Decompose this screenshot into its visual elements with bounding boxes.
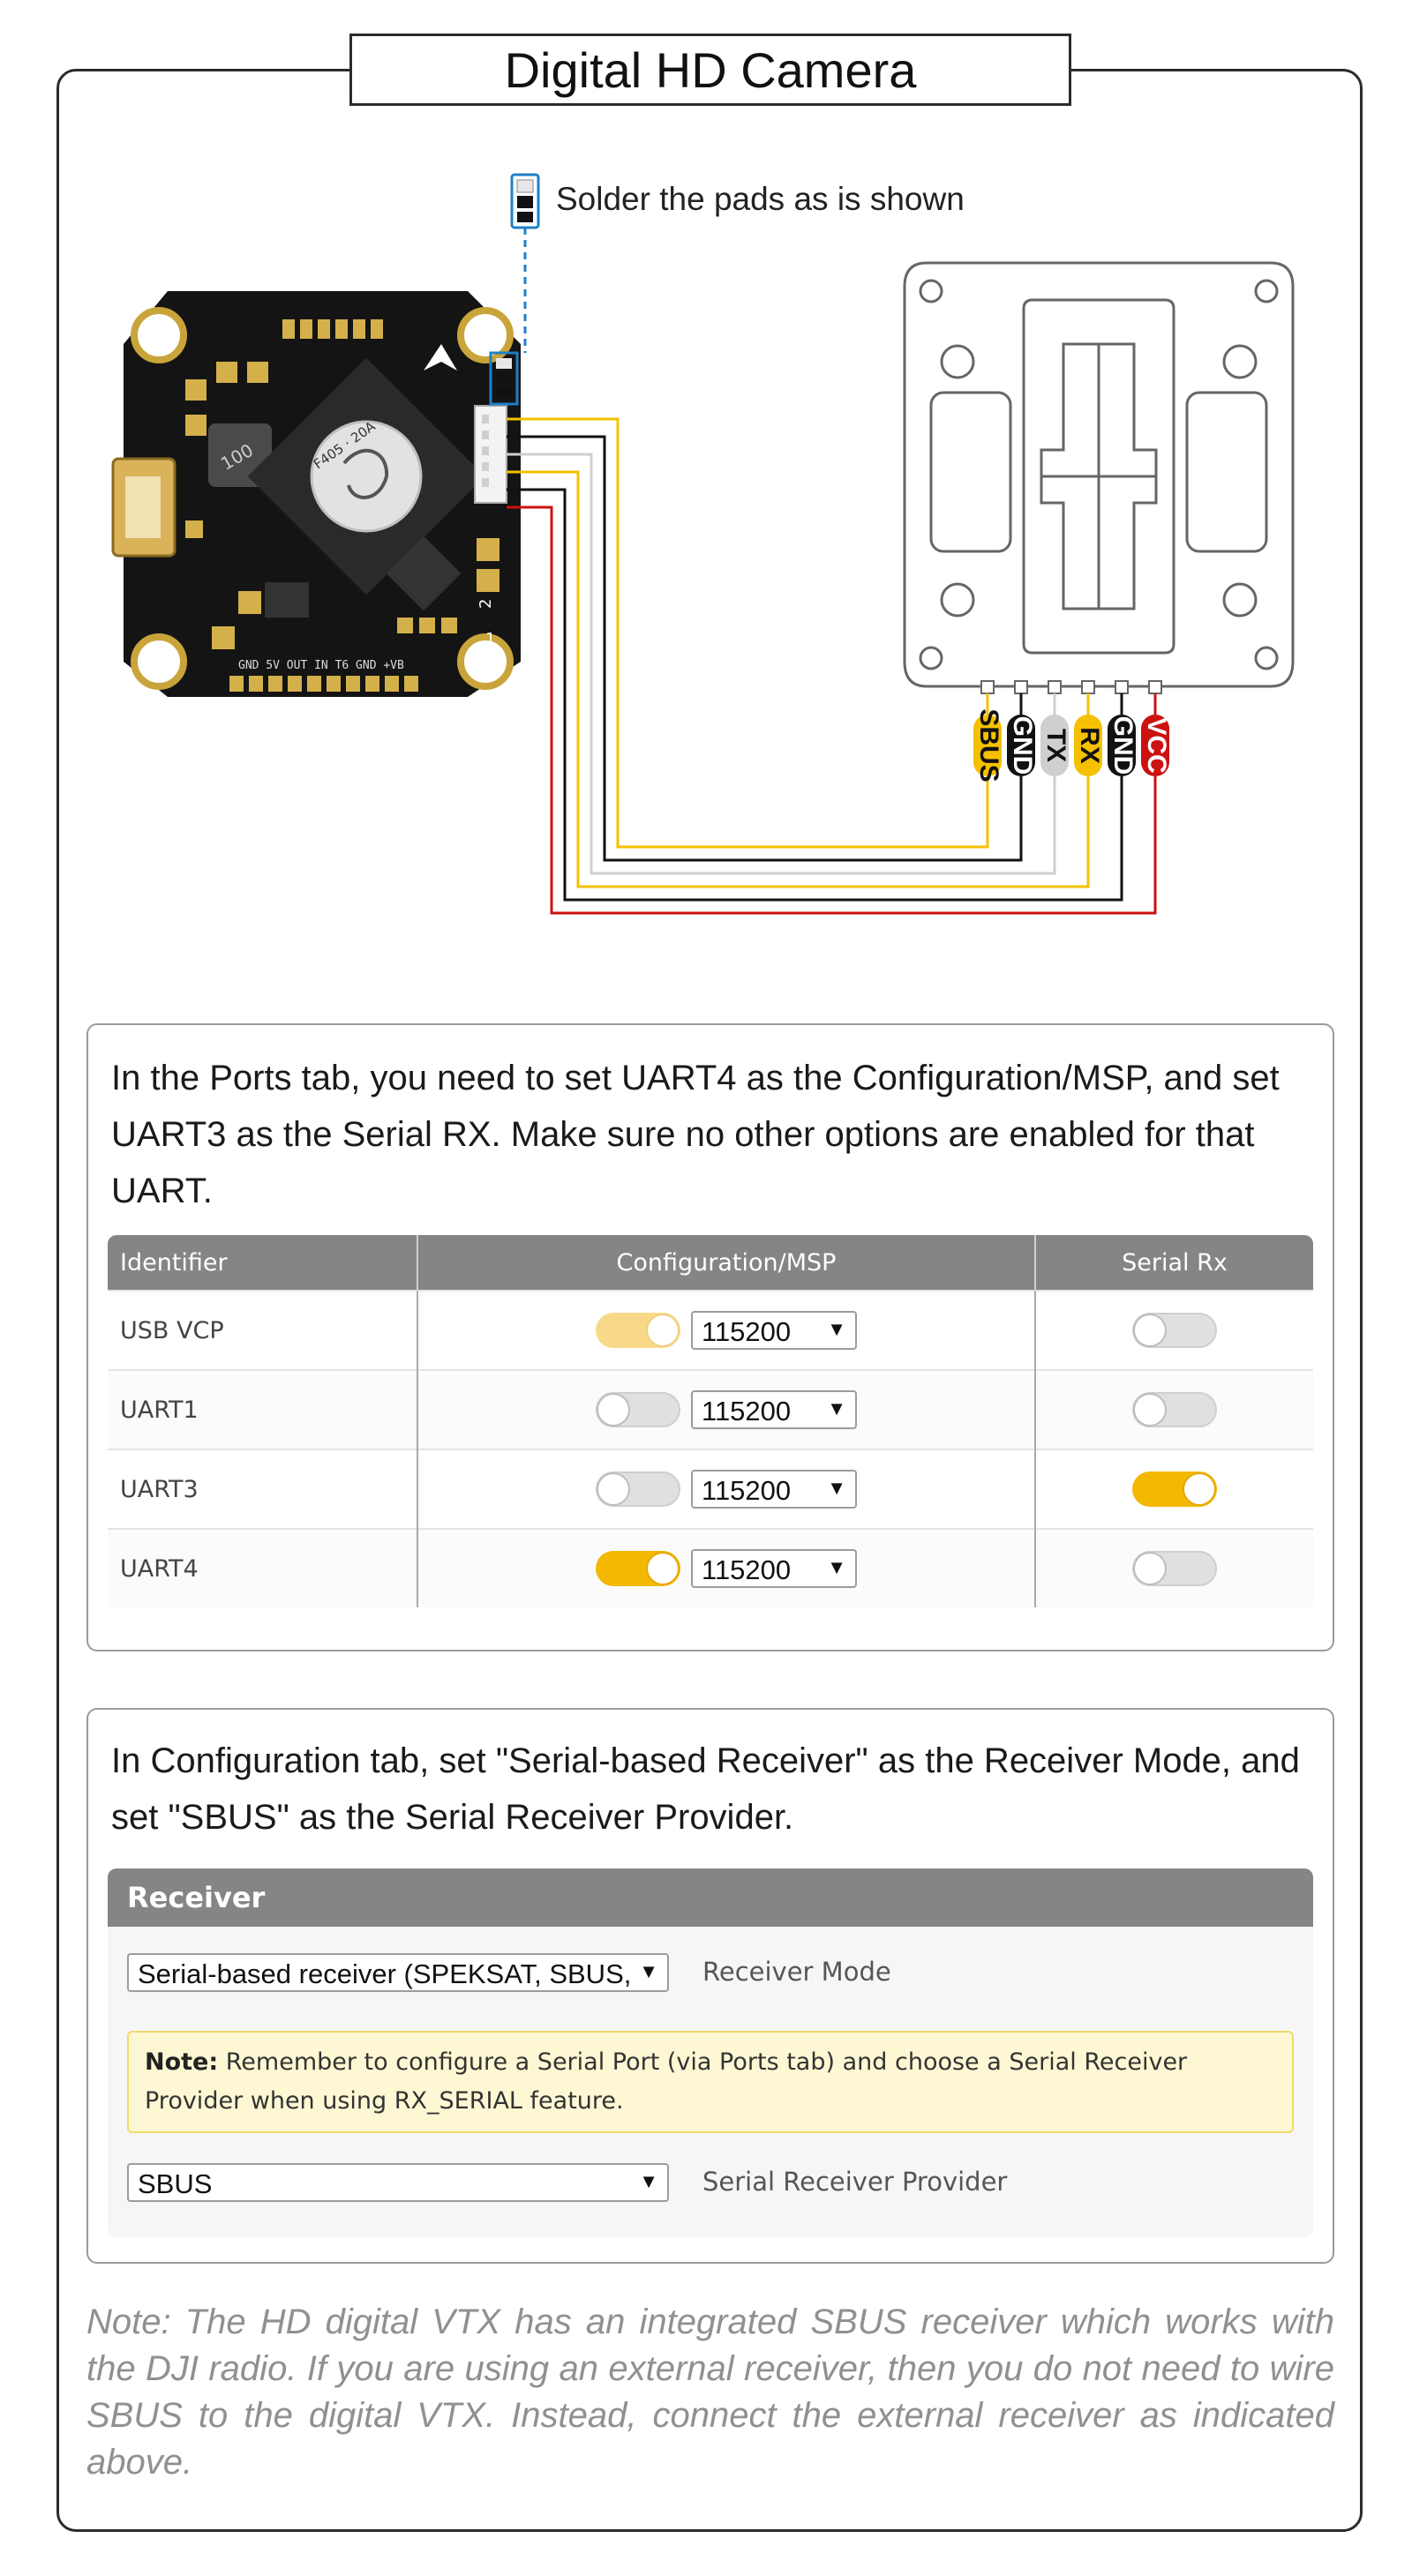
receiver-title: Receiver [108,1868,1313,1927]
note-bold: Note: [145,2048,219,2076]
receiver-box: Receiver Serial-based receiver (SPEKSAT,… [108,1868,1313,2237]
table-row: UART4 115200▼ [108,1528,1313,1607]
serial-rx-toggle-uart4[interactable] [1132,1551,1217,1586]
serial-rx-toggle-uart3[interactable] [1132,1471,1217,1507]
configuration-instructions: In Configuration tab, set "Serial-based … [111,1741,1300,1837]
column-header-serial-rx: Serial Rx [1034,1235,1313,1291]
fc-corner-2: 2 [477,599,495,609]
fc-bottom-pad-labels: GND 5V OUT IN T6 GND +VB [238,659,404,672]
configuration-panel: In Configuration tab, set "Serial-based … [86,1708,1334,2264]
baud-select-uart4[interactable]: 115200▼ [691,1549,857,1588]
wiring-diagram: Solder the pads as is shown GND 5V O [111,173,1295,915]
table-row: UART1 115200▼ [108,1369,1313,1449]
dropdown-arrow-icon: ▼ [639,1960,658,1982]
wire-label-gnd-2: GND [1108,716,1138,775]
dropdown-arrow-icon: ▼ [827,1318,846,1340]
msp-toggle-usb-vcp[interactable] [596,1313,680,1348]
ports-instructions: In the Ports tab, you need to set UART4 … [111,1059,1280,1210]
port-identifier: UART4 [108,1528,417,1607]
flight-controller-board: GND 5V OUT IN T6 GND +VB 100 F405 · 20A … [111,291,521,697]
baud-select-usb-vcp[interactable]: 115200▼ [691,1311,857,1350]
baud-select-uart1[interactable]: 115200▼ [691,1390,857,1429]
dropdown-arrow-icon: ▼ [639,2170,658,2192]
dropdown-arrow-icon: ▼ [827,1397,846,1419]
baud-select-uart3[interactable]: 115200▼ [691,1470,857,1509]
solder-pad-legend-icon [510,173,540,353]
dropdown-arrow-icon: ▼ [827,1477,846,1499]
serial-rx-toggle-uart1[interactable] [1132,1392,1217,1427]
ports-panel: In the Ports tab, you need to set UART4 … [86,1023,1334,1651]
receiver-note: Note: Remember to configure a Serial Por… [127,2031,1294,2133]
note-text: Remember to configure a Serial Port (via… [145,2048,1188,2115]
port-identifier: UART1 [108,1369,417,1449]
wire-label-gnd-1: GND [1008,716,1037,775]
msp-toggle-uart4[interactable] [596,1551,680,1586]
column-header-msp: Configuration/MSP [417,1235,1035,1291]
wire-label-tx: TX [1041,729,1070,762]
column-header-identifier: Identifier [108,1235,417,1291]
vtx-module [903,261,1295,688]
footnote: Note: The HD digital VTX has an integrat… [86,2303,1334,2482]
msp-toggle-uart3[interactable] [596,1471,680,1507]
solder-note: Solder the pads as is shown [556,181,965,217]
wire-label-rx: RX [1075,727,1104,764]
ports-table: Identifier Configuration/MSP Serial Rx U… [108,1235,1313,1607]
port-identifier: UART3 [108,1449,417,1529]
receiver-mode-select[interactable]: Serial-based receiver (SPEKSAT, SBUS, SU… [127,1953,669,1992]
fc-corner-1: 1 [485,630,495,648]
wire-label-vcc: VCC [1142,717,1171,773]
serial-provider-select[interactable]: SBUS ▼ [127,2163,669,2202]
msp-toggle-uart1[interactable] [596,1392,680,1427]
table-row: UART3 115200▼ [108,1449,1313,1529]
dropdown-arrow-icon: ▼ [827,1556,846,1578]
serial-rx-toggle-usb-vcp[interactable] [1132,1313,1217,1348]
wire-label-sbus: SBUS [974,708,1003,782]
page-title: Digital HD Camera [349,34,1071,106]
serial-provider-label: Serial Receiver Provider [702,2167,1008,2197]
table-row: USB VCP 115200▼ [108,1290,1313,1370]
port-identifier: USB VCP [108,1290,417,1370]
receiver-mode-label: Receiver Mode [702,1957,891,1987]
